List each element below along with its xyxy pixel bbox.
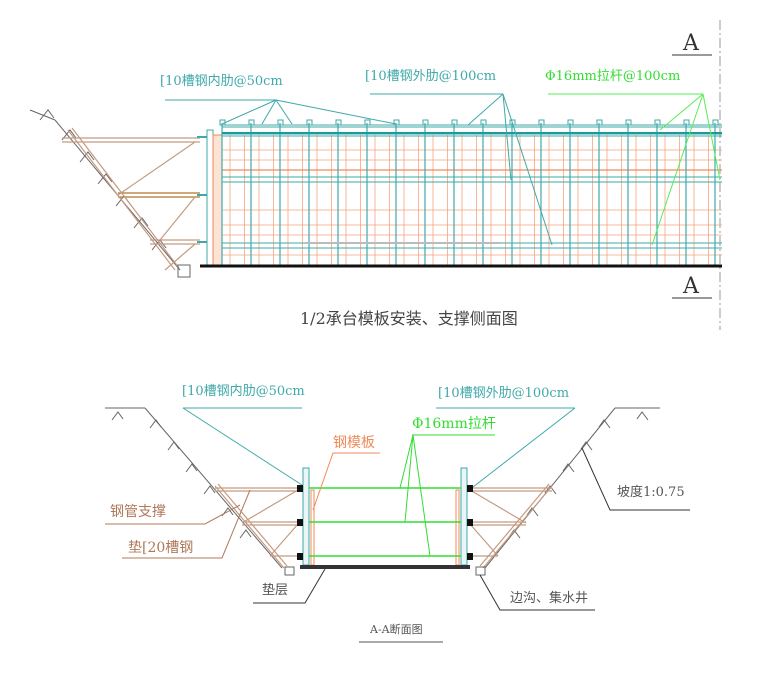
section-outer-rib-leader — [472, 407, 576, 488]
left-ditch — [284, 566, 295, 576]
right-steel-form — [455, 489, 460, 566]
section-mark-top: A — [682, 31, 700, 56]
label-inner-rib: [10槽钢内肋@50cm — [160, 73, 283, 89]
section-label-side-ditch: 边沟、集水井 — [510, 590, 588, 606]
section-label-cushion-layer: 垫层 — [262, 582, 288, 598]
section-label-outer-rib: [10槽钢外肋@100cm — [438, 386, 569, 401]
side-view: A A [10槽钢内肋@50cm — [29, 20, 722, 330]
section-label-channel-pad: 垫[20槽钢 — [128, 540, 193, 556]
steel-pipe-support-leader — [105, 504, 241, 525]
section-view-title: A-A断面图 — [369, 622, 423, 636]
side-ditch-leader — [479, 574, 595, 611]
steel-pipe-struts — [62, 127, 200, 271]
slope-ground — [29, 109, 181, 271]
right-channel — [460, 467, 468, 566]
section-label-slope: 坡度1:0.75 — [617, 484, 685, 500]
left-steel-form — [310, 489, 315, 566]
left-channel — [302, 467, 310, 566]
formwork-panel — [219, 119, 722, 265]
section-tie-rod-leader — [399, 434, 495, 557]
steel-formwork-leader — [312, 452, 380, 511]
outer-rib-leader — [370, 93, 553, 246]
section-label-tie-rod: Φ16mm拉杆 — [412, 416, 496, 432]
section-mark-bottom: A — [682, 274, 700, 299]
end-clamps — [197, 136, 207, 243]
section-cushion-layer — [300, 565, 470, 569]
label-tie-rod: Φ16mm拉杆@100cm — [545, 69, 680, 84]
section-view: [10槽钢内肋@50cm [10槽钢外肋@100cm Φ16mm拉杆 钢模板 钢… — [105, 383, 690, 643]
slope-leader — [581, 447, 690, 511]
section-inner-rib-leader — [182, 407, 303, 486]
end-panel — [212, 134, 223, 266]
cushion-layer-leader — [253, 568, 326, 604]
tie-rods — [309, 487, 461, 557]
side-ditch — [177, 264, 191, 278]
right-ditch — [475, 566, 486, 576]
side-view-title: 1/2承台模板安装、支撑侧面图 — [300, 309, 518, 328]
clamps — [297, 485, 473, 560]
section-struts — [214, 483, 553, 569]
section-label-steel-pipe-support: 钢管支撑 — [110, 504, 166, 520]
end-channel — [206, 129, 214, 267]
section-label-inner-rib: [10槽钢内肋@50cm — [182, 383, 305, 399]
tie-rod-leader — [548, 93, 721, 246]
label-outer-rib: [10槽钢外肋@100cm — [365, 69, 496, 84]
inner-rib-leader — [165, 99, 397, 125]
channel-pad-leader — [122, 489, 251, 559]
section-label-steel-formwork: 钢模板 — [333, 435, 375, 451]
